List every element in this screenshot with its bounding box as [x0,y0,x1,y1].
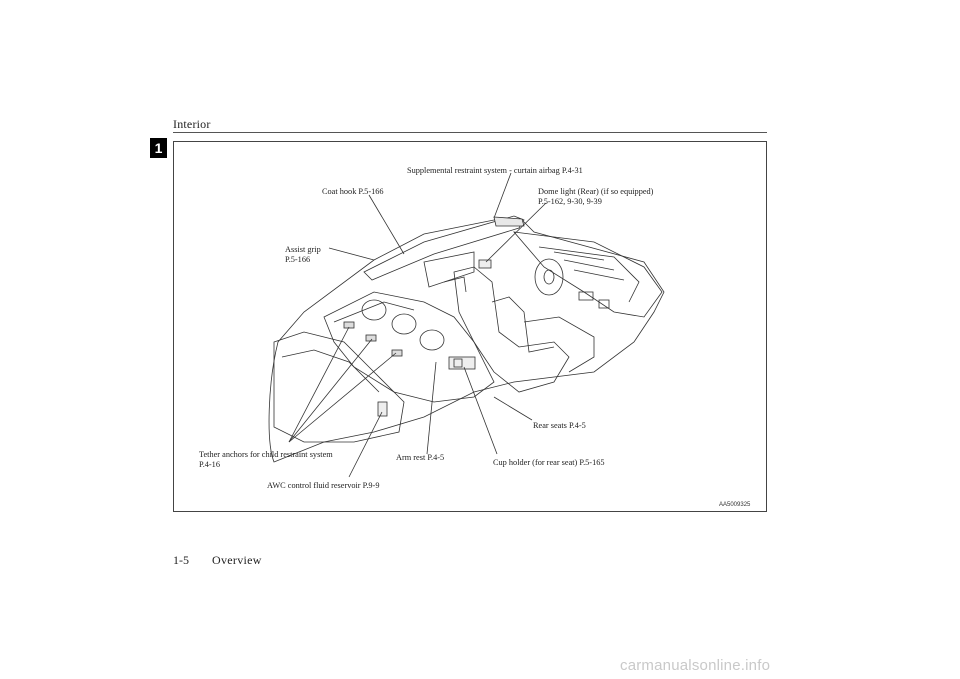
figure-code: AA5009325 [719,502,751,508]
watermark: carmanualsonline.info [620,657,771,674]
callout-tether-anchors: Tether anchors for child restraint syste… [199,450,333,469]
callout-awc-reservoir: AWC control fluid reservoir P.9-9 [267,481,380,490]
callout-curtain-airbag: Supplemental restraint system - curtain … [407,166,583,175]
callout-assist-grip: Assist grip P.5-166 [285,245,321,264]
callout-cup-holder: Cup holder (for rear seat) P.5-165 [493,458,605,467]
car-interior-illustration [268,172,665,478]
page-number: 1-5 [173,553,189,567]
header-divider [173,132,767,133]
interior-figure: Supplemental restraint system - curtain … [173,141,767,512]
callout-arm-rest: Arm rest P.4-5 [396,453,445,462]
callout-coat-hook: Coat hook P.5-166 [322,187,384,196]
callout-rear-seats: Rear seats P.4-5 [533,421,586,430]
chapter-tab: 1 [150,138,167,158]
section-title: Overview [212,553,262,567]
page-header-title: Interior [173,117,211,131]
callout-dome-light: Dome light (Rear) (if so equipped) P.5-1… [538,187,654,206]
